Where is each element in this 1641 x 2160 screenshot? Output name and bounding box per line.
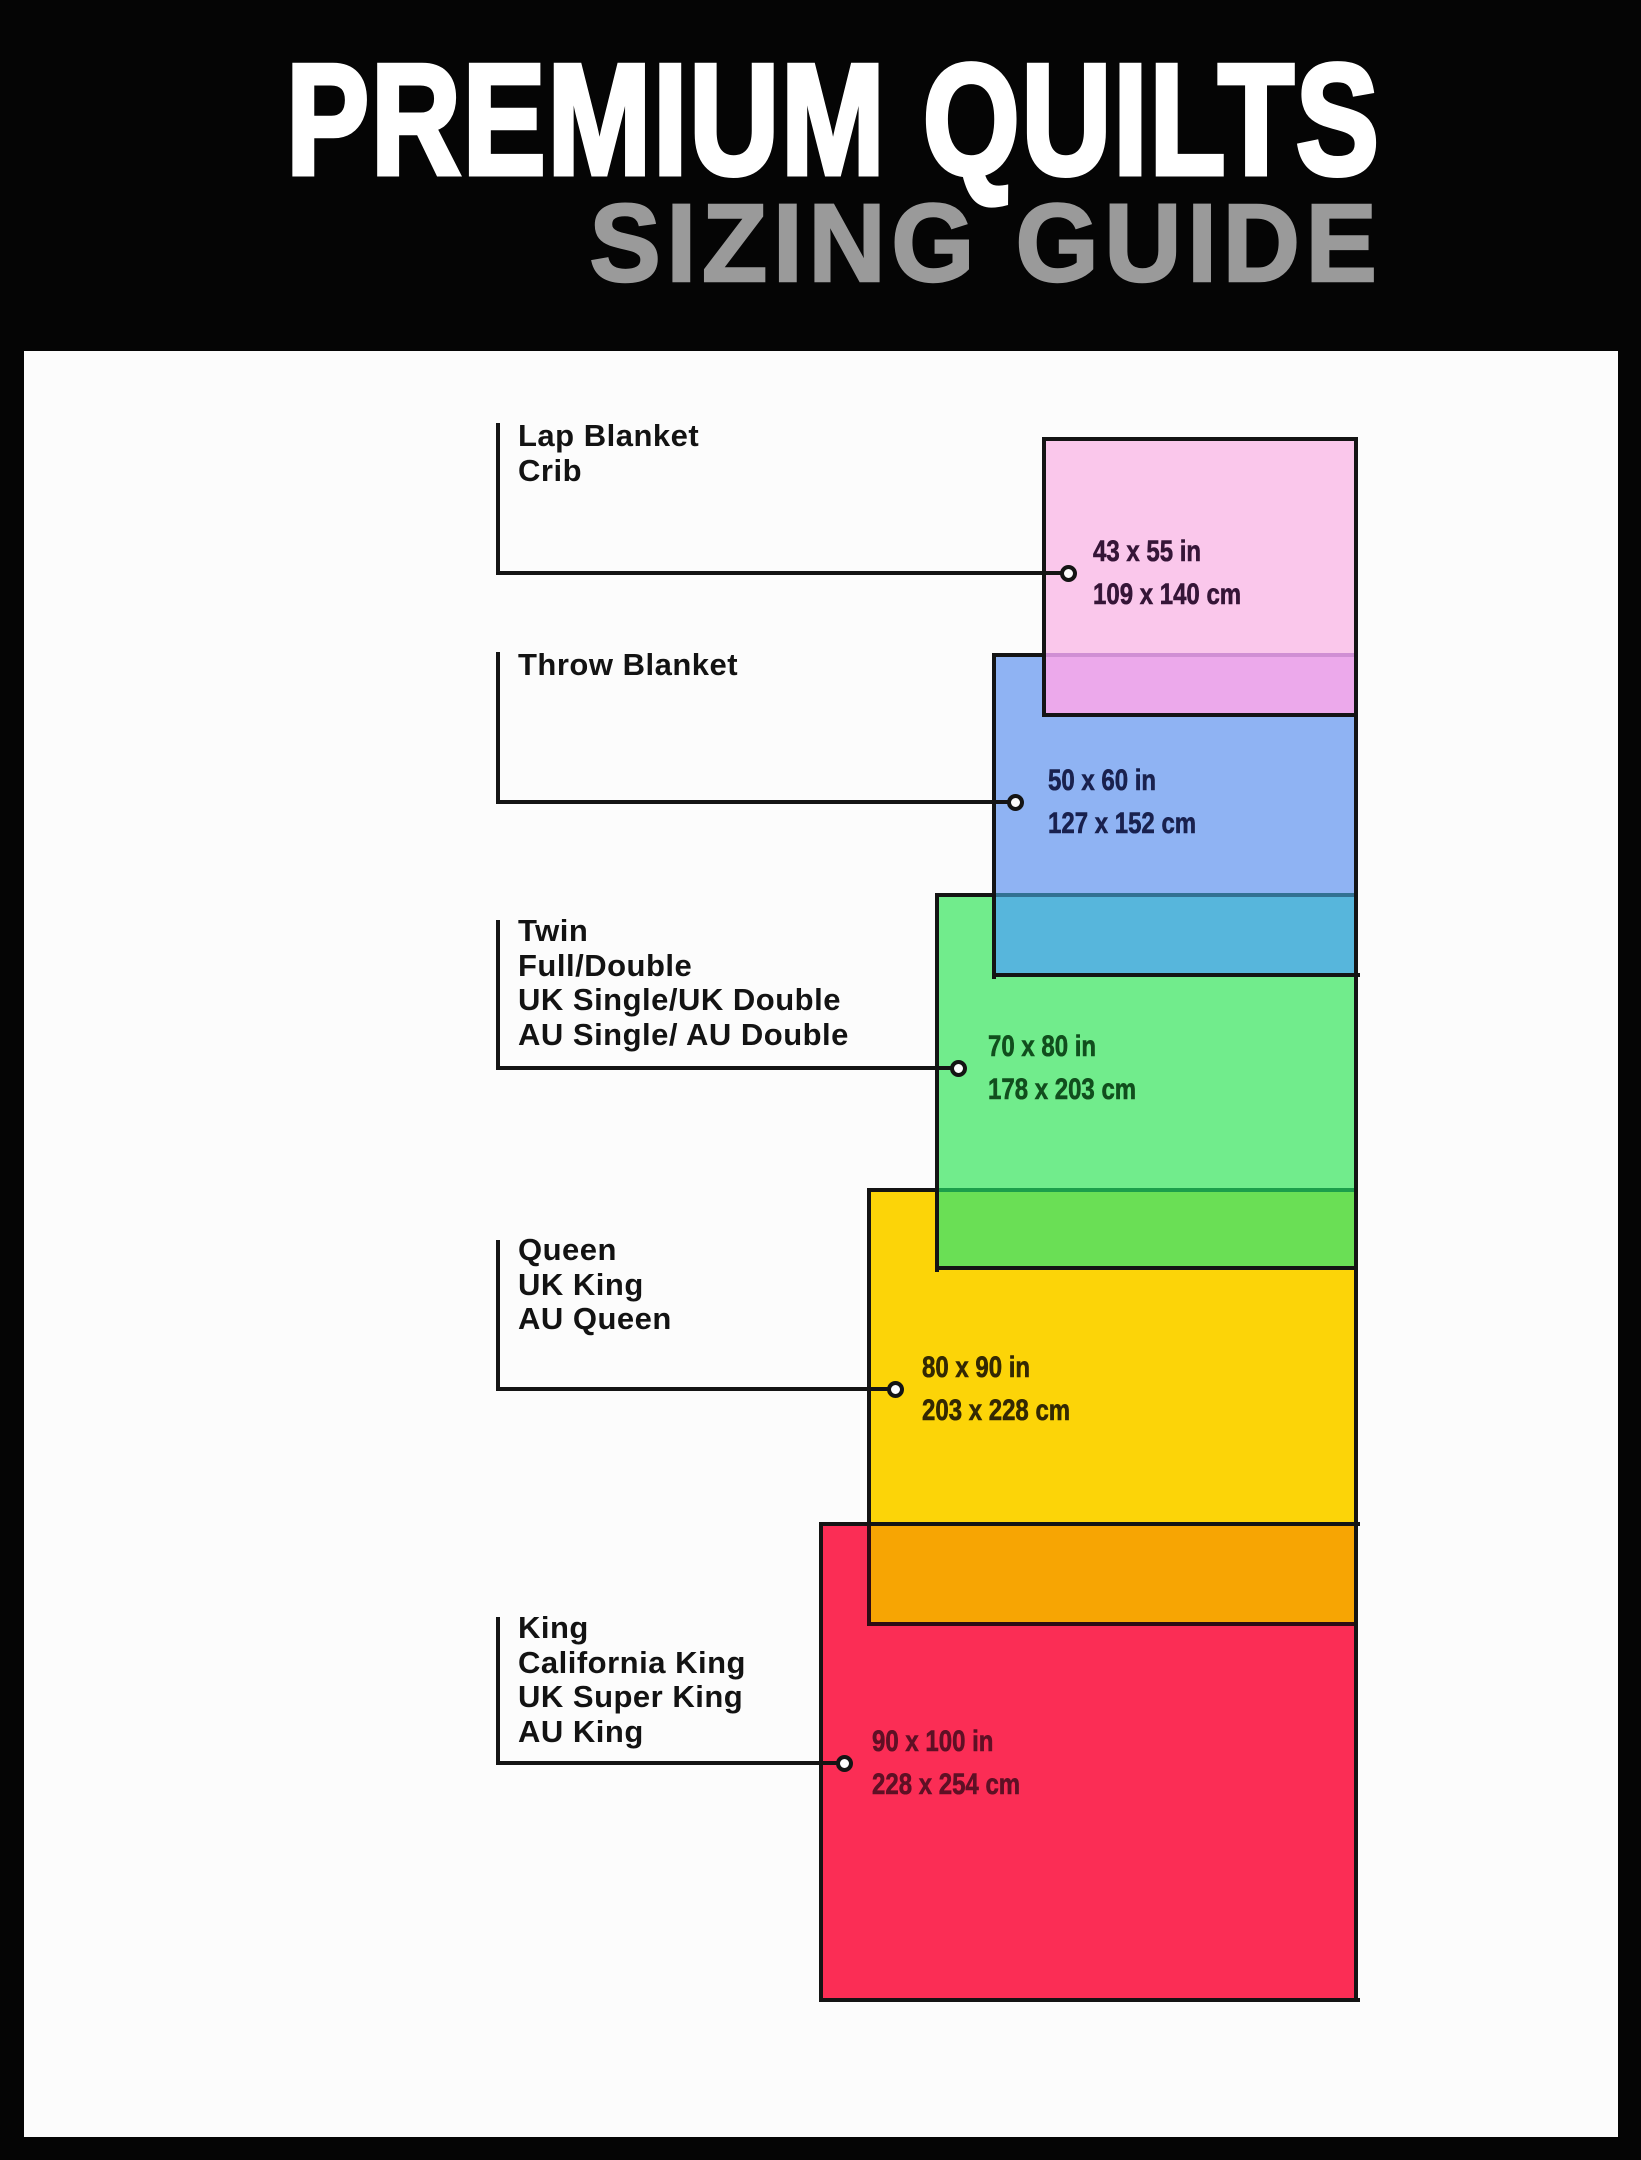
throw-leader-h bbox=[496, 800, 1009, 804]
label-line: Lap Blanket bbox=[518, 418, 700, 453]
lap-border-bottom bbox=[1042, 713, 1358, 717]
throw-border-top bbox=[992, 653, 1044, 657]
queen-border-left-dim bbox=[867, 1524, 871, 1626]
twin-border-top-dim bbox=[994, 893, 1358, 897]
lap-border-right bbox=[1354, 437, 1358, 717]
overlap-throw-twin bbox=[994, 895, 1356, 975]
page-subtitle: SIZING GUIDE bbox=[589, 182, 1383, 305]
label-line: Crib bbox=[518, 452, 582, 488]
queen-leader-h bbox=[496, 1387, 889, 1391]
twin-full-double-marker-circle bbox=[950, 1060, 967, 1077]
twin-leader-h bbox=[496, 1066, 952, 1070]
queen-leader-v bbox=[496, 1240, 500, 1391]
size-cm: 109 x 140 cm bbox=[1093, 578, 1242, 612]
throw-border-bottom bbox=[992, 973, 1360, 977]
king-border-bottom bbox=[819, 1998, 1360, 2002]
size-cm: 127 x 152 cm bbox=[1048, 807, 1197, 841]
king-leader-v bbox=[496, 1617, 500, 1765]
lap-blanket-crib-marker-circle bbox=[1060, 565, 1077, 582]
size-in: 80 x 90 in bbox=[922, 1351, 1031, 1385]
label-line: Queen bbox=[518, 1232, 617, 1267]
size-in: 43 x 55 in bbox=[1093, 535, 1202, 569]
queen-uk-king-au-queen-marker-circle bbox=[887, 1381, 904, 1398]
overlap-lap-throw bbox=[1044, 655, 1356, 715]
queen-border-top-dim bbox=[937, 1188, 1358, 1192]
throw-blanket-size-text: 50 x 60 in 127 x 152 cm bbox=[1048, 759, 1197, 845]
queen-border-right bbox=[1354, 1188, 1358, 1628]
label-line: Full/Double bbox=[518, 947, 693, 983]
lap-border-top bbox=[1042, 437, 1358, 441]
twin-border-bottom bbox=[935, 1266, 1358, 1270]
size-in: 90 x 100 in bbox=[872, 1725, 994, 1759]
twin-border-top bbox=[935, 893, 994, 897]
overlap-queen-king bbox=[869, 1524, 1356, 1624]
throw-border-left bbox=[992, 653, 996, 979]
twin-leader-v bbox=[496, 920, 500, 1070]
queen-border-top bbox=[867, 1188, 937, 1192]
label-line: UK Super King bbox=[518, 1679, 744, 1714]
page-title: PREMIUM QUILTS bbox=[284, 32, 1381, 208]
label-line: UK Single/UK Double bbox=[518, 982, 841, 1017]
king-california-king-marker-circle bbox=[836, 1755, 853, 1772]
queen-uk-king-au-queen-size-text: 80 x 90 in 203 x 228 cm bbox=[922, 1346, 1071, 1432]
throw-leader-v bbox=[496, 652, 500, 804]
lap-border-left bbox=[1042, 437, 1046, 717]
label-line: California King bbox=[518, 1644, 746, 1680]
queen-border-bottom-dim bbox=[867, 1622, 1358, 1626]
label-line: UK King bbox=[518, 1266, 644, 1302]
twin-full-double-size-text: 70 x 80 in 178 x 203 cm bbox=[988, 1025, 1137, 1111]
lap-blanket-crib-size-text: 43 x 55 in 109 x 140 cm bbox=[1093, 530, 1242, 616]
twin-border-left bbox=[935, 893, 939, 1272]
king-border-right bbox=[1354, 1522, 1358, 2002]
label-line: Twin bbox=[518, 913, 589, 948]
label-line: King bbox=[518, 1610, 589, 1645]
throw-border-right bbox=[1354, 653, 1358, 979]
size-cm: 203 x 228 cm bbox=[922, 1394, 1071, 1428]
throw-border-top-dim bbox=[1044, 653, 1358, 657]
label-line: AU King bbox=[518, 1713, 644, 1749]
size-cm: 228 x 254 cm bbox=[872, 1768, 1021, 1802]
lap-leader-v bbox=[496, 423, 500, 575]
lap-leader-h bbox=[496, 571, 1062, 575]
overlap-twin-queen bbox=[937, 1190, 1356, 1268]
size-cm: 178 x 203 cm bbox=[988, 1073, 1137, 1107]
label-line: AU Single/ AU Double bbox=[518, 1016, 849, 1052]
king-california-king-size-text: 90 x 100 in 228 x 254 cm bbox=[872, 1720, 1021, 1806]
twin-border-right bbox=[1354, 893, 1358, 1272]
throw-blanket-marker-circle bbox=[1007, 794, 1024, 811]
label-line: Throw Blanket bbox=[518, 647, 739, 682]
size-in: 70 x 80 in bbox=[988, 1030, 1097, 1064]
queen-border-left bbox=[867, 1188, 871, 1526]
label-line: AU Queen bbox=[518, 1301, 672, 1336]
king-border-top bbox=[819, 1522, 1360, 1526]
king-leader-h bbox=[496, 1761, 838, 1765]
size-in: 50 x 60 in bbox=[1048, 764, 1157, 798]
throw-blanket-label: Throw Blanket bbox=[518, 647, 739, 683]
